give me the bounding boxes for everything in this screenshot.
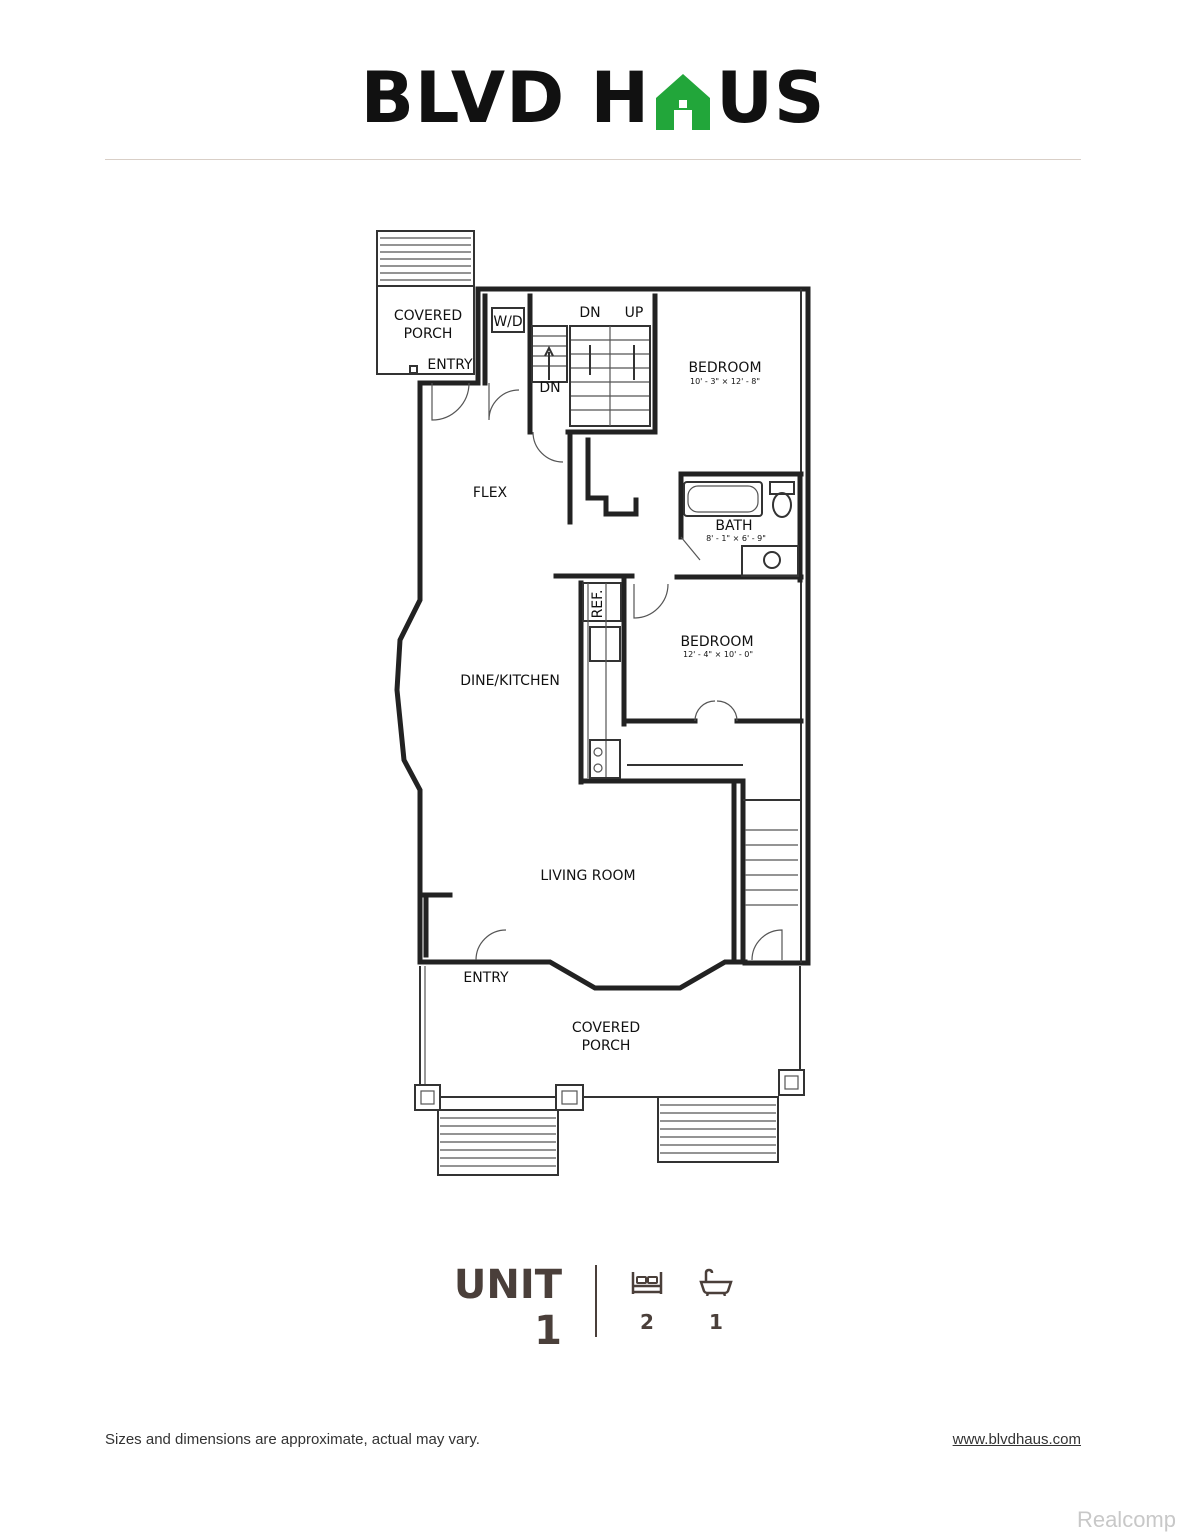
front-entry-label: ENTRY	[463, 970, 509, 986]
header-divider	[105, 159, 1081, 160]
flex-label: FLEX	[473, 485, 508, 501]
rear-entry-label: ENTRY	[427, 357, 473, 373]
front-porch-label-2: PORCH	[582, 1038, 631, 1054]
exterior-wall	[394, 286, 811, 966]
bedroom-count: 2	[617, 1268, 677, 1334]
bedroom-count-value: 2	[640, 1310, 654, 1334]
bed-icon	[631, 1272, 663, 1294]
unit-number: 1	[534, 1308, 562, 1354]
interior-stairs	[531, 325, 651, 427]
disclaimer-text: Sizes and dimensions are approximate, ac…	[105, 1431, 480, 1448]
unit-label: UNIT	[453, 1262, 562, 1308]
rear-porch-label-2: PORCH	[404, 326, 453, 342]
logo-text-right: US	[716, 57, 826, 139]
front-stairs-left	[437, 1109, 559, 1176]
washer-dryer	[491, 307, 525, 333]
bedroom-2-size: 12' - 4" × 10' - 0"	[683, 650, 753, 659]
washer-dryer-label: W/D	[493, 314, 522, 330]
front-bay-wall	[417, 959, 748, 991]
unit-divider	[595, 1265, 597, 1337]
bathroom-count: 1	[686, 1268, 746, 1334]
bathtub-icon	[699, 1268, 733, 1296]
rear-stairs	[376, 230, 475, 287]
dine-kitchen-label: DINE/KITCHEN	[460, 673, 560, 689]
website-link[interactable]: www.blvdhaus.com	[952, 1431, 1081, 1448]
stairs-down-label: DN	[579, 305, 600, 321]
bedroom-1-label: BEDROOM	[688, 360, 761, 376]
door-swings	[431, 382, 783, 961]
house-icon	[652, 67, 714, 130]
bath-fixtures	[683, 481, 799, 577]
bathroom-count-value: 1	[709, 1310, 723, 1334]
kitchen-counters	[582, 582, 622, 779]
logo-text-left: BLVD H	[360, 57, 651, 139]
rear-porch-label-1: COVERED	[394, 308, 462, 324]
brand-logo: BLVD H US	[0, 57, 1186, 139]
front-stairs-right	[657, 1096, 779, 1163]
stairs-down-label-2: DN	[539, 380, 560, 396]
bedroom-2-label: BEDROOM	[680, 634, 753, 650]
rear-porch	[376, 285, 475, 375]
bath-label: BATH	[715, 518, 752, 534]
basement-stairs	[745, 829, 798, 906]
stairs-up-label: UP	[625, 305, 644, 321]
bath-size: 8' - 1" × 6' - 9"	[706, 534, 766, 543]
interior-walls	[421, 293, 804, 965]
watermark: Realcomp	[1076, 1507, 1176, 1532]
front-porch-label-1: COVERED	[572, 1020, 640, 1036]
bedroom-1-size: 10' - 3" × 12' - 8"	[690, 377, 760, 386]
refrigerator-label: REF.	[590, 590, 606, 619]
living-room-label: LIVING ROOM	[540, 868, 635, 884]
unit-title: UNIT 1	[440, 1262, 562, 1354]
